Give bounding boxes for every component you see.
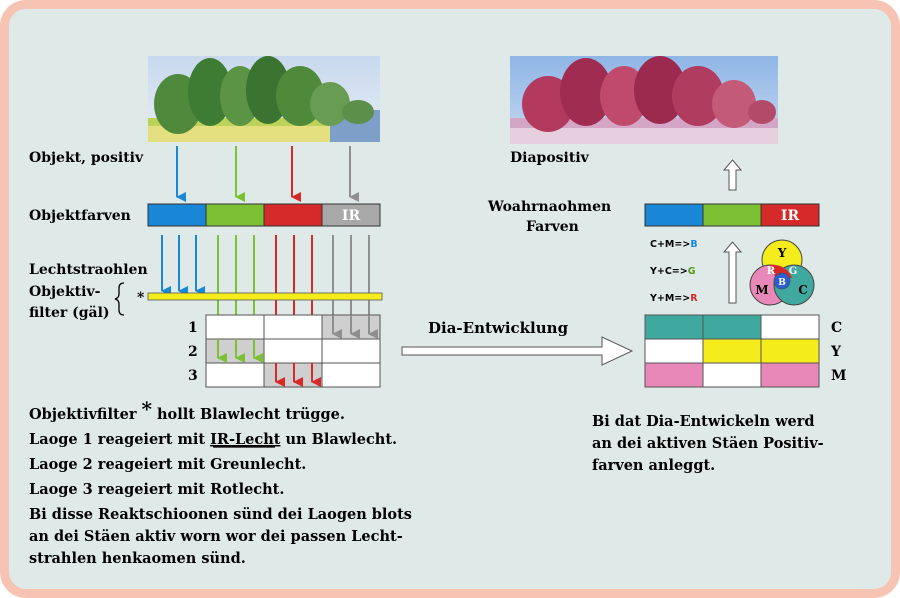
note-left-line5: Bi disse Reaktschioonen sünd dei Laogen … [29, 506, 412, 523]
diagram-canvas: Objekt, positiv Objektfarven IR Lechtstr… [29, 56, 847, 567]
venn-label-m: M [755, 283, 768, 297]
woahrnaohmen-label-line1: Woahrnaohmen [487, 199, 611, 215]
formula-ym: Y+M=>R [649, 293, 698, 304]
bar-blue [147, 203, 207, 227]
note-left-line1: Objektivfilter*hollt Blawlecht trügge. [29, 397, 345, 423]
note-left-line3: Laoge 2 reageiert mit Greunlecht. [29, 456, 306, 473]
perceived-ir-label: IR [781, 208, 800, 224]
bar-green [205, 203, 265, 227]
note-right-line3: farven anleggt. [592, 457, 715, 474]
note-right-line1: Bi dat Dia-Entwickeln werd [592, 413, 815, 430]
venn-label-c: C [798, 283, 808, 297]
diapositiv-label: Diapositiv [510, 150, 590, 166]
row-label-c: C [831, 320, 842, 336]
layer-3-label: 3 [188, 368, 198, 384]
bar-ir [321, 203, 381, 227]
objektiv-label-line1: Objektiv- [29, 284, 101, 300]
formula-cm: C+M=>B [650, 239, 698, 250]
bar-red [263, 203, 323, 227]
yellow-filter [147, 292, 383, 301]
arrow-up-to-diapositive [722, 159, 743, 191]
filter-asterisk: * [137, 290, 145, 306]
venn-blue-center [773, 272, 791, 290]
developed-film-grid [644, 314, 820, 388]
colour-venn-diagram: Y R G M B C [749, 239, 815, 306]
layer-1-label: 1 [188, 320, 198, 336]
lechtstraohlen-label: Lechtstraohlen [29, 262, 148, 278]
objektfarven-label: Objektfarven [29, 208, 131, 224]
venn-label-y: Y [777, 246, 787, 260]
objekt-positiv-label: Objekt, positiv [29, 150, 144, 166]
filter-brace [114, 282, 125, 316]
note-left-line6: an dei Stäen aktiv worn wor dei passen L… [29, 528, 403, 545]
note-right-line2: an dei aktiven Stäen Positiv- [592, 435, 824, 452]
row-label-y: Y [830, 344, 842, 360]
venn-label-b: B [778, 278, 786, 288]
layer-2-label: 2 [188, 344, 198, 360]
notes-right: Bi dat Dia-Entwickeln werd an dei aktive… [592, 413, 824, 474]
development-arrow [401, 336, 634, 366]
diapositive-photo [510, 56, 778, 144]
note-left-line7: strahlen henkaomen sünd. [29, 550, 246, 567]
perceived-colour-bar: IR [644, 203, 820, 227]
note-left-line4: Laoge 3 reageiert mit Rotlecht. [29, 481, 284, 498]
dia-entwicklung-label: Dia-Entwicklung [428, 319, 569, 337]
arrow-up-to-perceived [722, 241, 743, 304]
row-label-m: M [831, 368, 847, 384]
venn-label-r: R [767, 266, 776, 277]
objektiv-label-line2: filter (gäl) [29, 305, 110, 321]
venn-label-g: G [789, 266, 798, 277]
formula-yc: Y+C=>G [649, 266, 696, 277]
object-photo [148, 56, 380, 142]
bar-ir-label: IR [342, 208, 361, 224]
woahrnaohmen-label-line2: Farven [526, 219, 579, 235]
notes-left: Objektivfilter*hollt Blawlecht trügge. L… [29, 397, 412, 567]
object-colour-bar: IR [147, 203, 381, 227]
